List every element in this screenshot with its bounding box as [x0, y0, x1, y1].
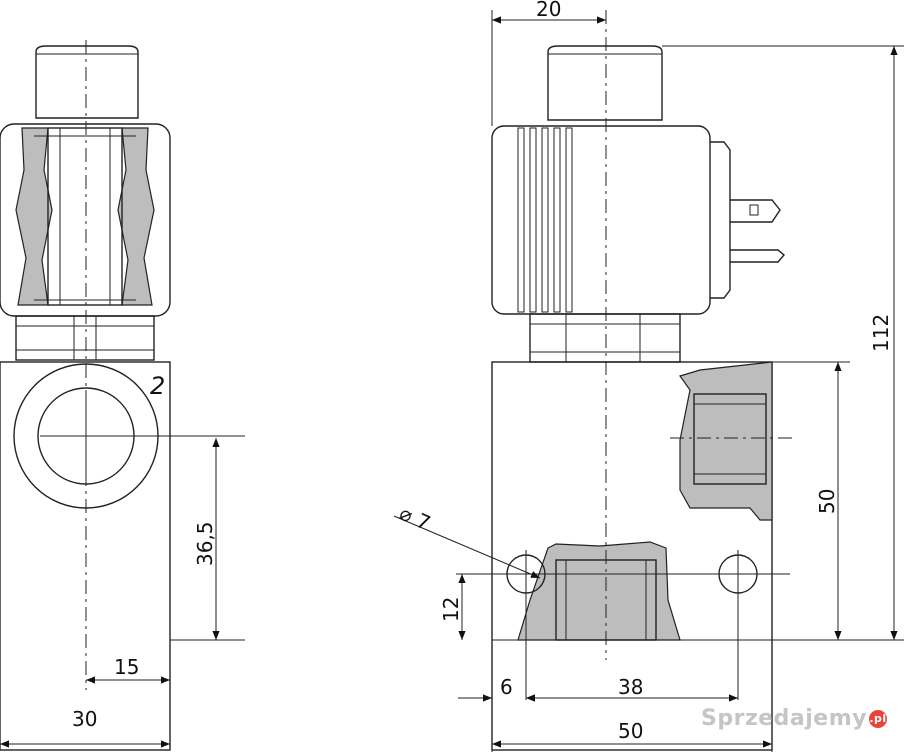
dim-20 [491, 10, 606, 126]
dim-15 [86, 640, 171, 690]
dim-label-20: 20 [536, 0, 561, 21]
dim-label-30: 30 [72, 707, 97, 731]
coil-right [491, 125, 785, 315]
coil-cap-right [547, 45, 663, 121]
watermark-text: Sprzedajemy [701, 706, 867, 731]
valve-body-right [456, 361, 840, 751]
dim-label-50-vertical: 50 [815, 489, 839, 514]
dim-label-15: 15 [114, 655, 139, 679]
dim-label-diameter-7: ⌀ 7 [396, 501, 434, 536]
dim-label-50-horizontal: 50 [618, 719, 643, 743]
right-view [393, 10, 904, 752]
dim-label-38: 38 [618, 675, 643, 699]
dim-112 [662, 45, 904, 641]
left-view [0, 40, 245, 751]
dim-label-112: 112 [869, 314, 893, 352]
dim-label-6: 6 [500, 675, 513, 699]
dim-50-vertical [772, 361, 850, 640]
dim-36-5 [170, 438, 245, 641]
nut-right [529, 313, 681, 363]
nut-left [15, 315, 155, 361]
watermark-badge: .pl [869, 710, 887, 728]
dim-label-12: 12 [439, 597, 463, 622]
coil-cap-left [35, 45, 139, 119]
watermark: Sprzedajemy.pl [701, 706, 887, 731]
dim-50-horizontal [492, 640, 773, 752]
coil-body-left [0, 123, 171, 317]
dim-label-36-5: 36,5 [193, 521, 217, 566]
port-label-2: 2 [150, 372, 165, 400]
dim-diameter-7 [393, 515, 541, 579]
